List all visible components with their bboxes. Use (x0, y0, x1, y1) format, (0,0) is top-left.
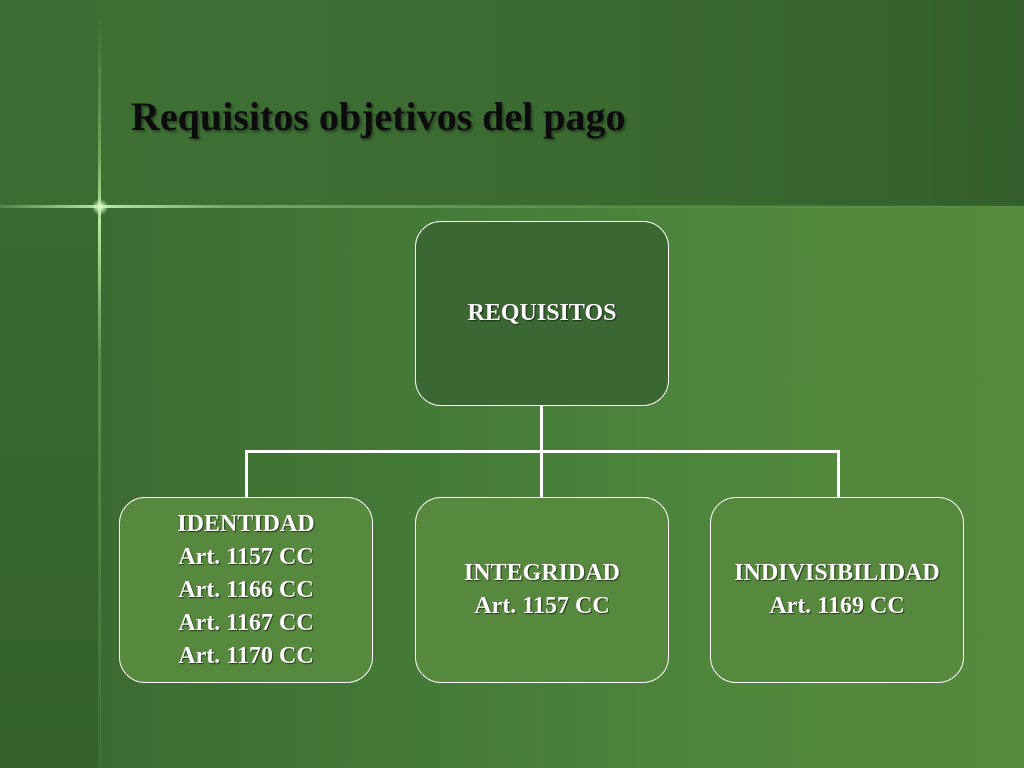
connector-root-stem (540, 406, 543, 453)
child-node-heading: INDIVISIBILIDAD (734, 560, 940, 586)
child-node-article: Art. 1166 CC (178, 576, 314, 603)
decorative-horizontal-light-line (0, 205, 1024, 208)
child-node-article: Art. 1167 CC (178, 609, 314, 636)
decorative-vertical-light-line (98, 18, 101, 768)
child-node-identidad: IDENTIDAD Art. 1157 CC Art. 1166 CC Art.… (119, 497, 373, 683)
connector-drop-center (540, 450, 543, 497)
background-header-band (100, 0, 1024, 206)
child-node-indivisibilidad: INDIVISIBILIDAD Art. 1169 CC (710, 497, 964, 683)
child-node-article: Art. 1157 CC (474, 593, 610, 619)
connector-drop-left (245, 450, 248, 497)
child-node-article: Art. 1170 CC (178, 642, 314, 669)
child-node-integridad: INTEGRIDAD Art. 1157 CC (415, 497, 669, 683)
slide-title: Requisitos objetivos del pago (131, 94, 626, 139)
decorative-star-glint (92, 199, 108, 215)
root-node-label: REQUISITOS (467, 300, 617, 326)
child-node-heading: IDENTIDAD (177, 510, 315, 537)
child-node-heading: INTEGRIDAD (463, 560, 621, 586)
child-node-article: Art. 1169 CC (769, 593, 905, 619)
root-node-requisitos: REQUISITOS (415, 221, 669, 406)
child-node-article: Art. 1157 CC (178, 543, 314, 570)
connector-drop-right (837, 450, 840, 497)
background-left-lower (0, 206, 100, 768)
